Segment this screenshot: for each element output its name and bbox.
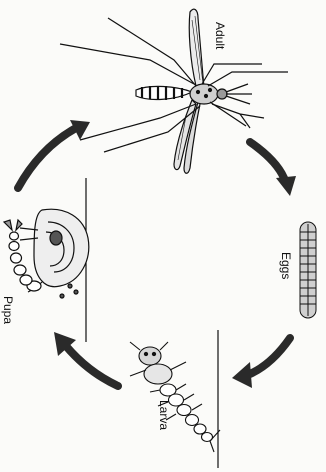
arrow-eggs-to-larva <box>232 338 290 388</box>
label-pupa: Pupa <box>1 296 15 324</box>
label-eggs: Eggs <box>279 252 293 279</box>
label-adult: Adult <box>213 22 227 50</box>
arrow-pupa-to-adult <box>18 120 90 188</box>
egg-raft-drawing <box>300 222 316 318</box>
label-larva: Larva <box>157 400 171 430</box>
arrow-adult-to-eggs <box>250 142 296 196</box>
larva-drawing <box>130 342 220 452</box>
pupa-drawing <box>4 209 89 298</box>
